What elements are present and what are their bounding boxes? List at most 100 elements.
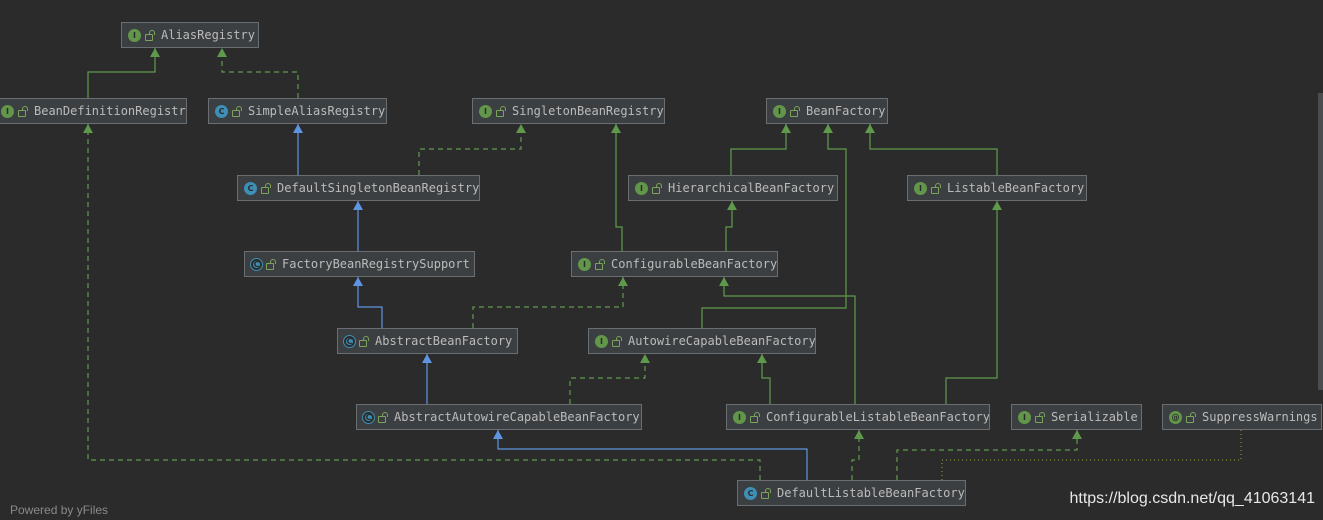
public-lock-icon [761, 487, 771, 499]
node-label: ConfigurableListableBeanFactory [766, 410, 990, 424]
node-label: FactoryBeanRegistrySupport [282, 257, 470, 271]
arrowhead [611, 124, 621, 133]
interface-icon: I [773, 104, 786, 118]
edge-configurable-bean-factory-to-singleton-bean-registry [611, 124, 623, 251]
node-label: SuppressWarnings [1202, 410, 1318, 424]
interface-icon: I [1018, 410, 1031, 424]
arrowhead [293, 124, 303, 133]
node-listable-bean-factory[interactable]: I ListableBeanFactory [907, 175, 1087, 201]
edge-abstract-autowire-capable-bean-factory-to-abstract-bean-factory [422, 354, 432, 404]
arrowhead [217, 48, 227, 57]
arrowhead [83, 124, 93, 133]
class-icon: C [215, 104, 228, 118]
public-lock-icon [232, 105, 242, 117]
edge-abstract-autowire-capable-bean-factory-to-autowire-capable-bean-factory [569, 354, 650, 404]
public-lock-icon [595, 258, 605, 270]
interface-icon: I [128, 28, 141, 42]
node-autowire-capable-bean-factory[interactable]: I AutowireCapableBeanFactory [588, 328, 816, 354]
public-lock-icon [266, 258, 276, 270]
interface-icon: I [733, 410, 746, 424]
public-lock-icon [359, 335, 369, 347]
class-icon: C [744, 486, 757, 500]
arrowhead [150, 48, 160, 57]
annotation-icon: @ [1169, 410, 1182, 424]
public-lock-icon [750, 411, 760, 423]
arrowhead [353, 201, 363, 210]
arrowhead [353, 277, 363, 286]
public-lock-icon [145, 29, 155, 41]
node-factory-bean-registry-support[interactable]: C FactoryBeanRegistrySupport [244, 251, 475, 277]
public-lock-icon [612, 335, 622, 347]
vertical-scrollbar[interactable] [1318, 93, 1323, 390]
edge-configurable-listable-bean-factory-to-listable-bean-factory [945, 201, 1002, 404]
edge-abstract-bean-factory-to-factory-bean-registry-support [353, 277, 383, 328]
class-icon: C [244, 181, 257, 195]
arrowhead [422, 354, 432, 363]
node-bean-factory[interactable]: I BeanFactory [766, 98, 888, 124]
node-configurable-bean-factory[interactable]: I ConfigurableBeanFactory [571, 251, 778, 277]
public-lock-icon [378, 411, 388, 423]
abstract-icon: C [250, 257, 263, 271]
node-default-singleton-bean-registry[interactable]: C DefaultSingletonBeanRegistry [237, 175, 480, 201]
edge-default-listable-bean-factory-to-abstract-autowire-capable-bean-factory [493, 430, 808, 480]
node-label: HierarchicalBeanFactory [668, 181, 835, 195]
arrowhead [854, 430, 864, 439]
interface-icon: I [1, 104, 14, 118]
node-hierarchical-bean-factory[interactable]: I HierarchicalBeanFactory [628, 175, 838, 201]
edge-configurable-listable-bean-factory-to-configurable-bean-factory [719, 277, 856, 404]
edge-simple-alias-registry-to-alias-registry [217, 48, 299, 98]
arrowhead [865, 124, 875, 133]
public-lock-icon [261, 182, 271, 194]
edge-bean-definition-registry-to-alias-registry [87, 48, 160, 98]
node-label: AutowireCapableBeanFactory [628, 334, 816, 348]
public-lock-icon [18, 105, 28, 117]
public-lock-icon [931, 182, 941, 194]
interface-icon: I [479, 104, 492, 118]
node-label: Serializable [1051, 410, 1138, 424]
public-lock-icon [1186, 411, 1196, 423]
node-default-listable-bean-factory[interactable]: C DefaultListableBeanFactory [737, 480, 966, 506]
node-label: ListableBeanFactory [947, 181, 1085, 195]
node-label: DefaultListableBeanFactory [777, 486, 965, 500]
node-suppress-warnings[interactable]: @ SuppressWarnings [1162, 404, 1322, 430]
arrowhead [757, 354, 767, 363]
public-lock-icon [790, 105, 800, 117]
interface-icon: I [578, 257, 591, 271]
arrowhead [727, 201, 737, 210]
edge-factory-bean-registry-support-to-default-singleton-bean-registry [353, 201, 363, 251]
interface-icon: I [635, 181, 648, 195]
edge-hierarchical-bean-factory-to-bean-factory [730, 124, 791, 175]
node-label: ConfigurableBeanFactory [611, 257, 778, 271]
interface-icon: I [595, 334, 608, 348]
edge-default-listable-bean-factory-to-configurable-listable-bean-factory [851, 430, 864, 480]
edge-listable-bean-factory-to-bean-factory [865, 124, 998, 175]
edge-default-singleton-bean-registry-to-singleton-bean-registry [418, 124, 526, 175]
node-label: BeanFactory [806, 104, 886, 118]
arrowhead [618, 277, 628, 286]
edge-default-listable-bean-factory-to-suppress-warnings [941, 430, 1242, 480]
public-lock-icon [652, 182, 662, 194]
public-lock-icon [1035, 411, 1045, 423]
edge-abstract-bean-factory-to-configurable-bean-factory [472, 277, 628, 328]
arrowhead [992, 201, 1002, 210]
edge-default-listable-bean-factory-to-bean-definition-registry [83, 124, 761, 480]
node-serializable[interactable]: I Serializable [1011, 404, 1142, 430]
node-label: DefaultSingletonBeanRegistry [277, 181, 480, 195]
yfiles-footer: Powered by yFiles [10, 503, 109, 517]
arrowhead [493, 430, 503, 439]
node-label: SingletonBeanRegistry [512, 104, 664, 118]
abstract-icon: C [343, 334, 356, 348]
node-singleton-bean-registry[interactable]: I SingletonBeanRegistry [472, 98, 665, 124]
edge-autowire-capable-bean-factory-to-bean-factory [701, 124, 847, 328]
node-configurable-listable-bean-factory[interactable]: I ConfigurableListableBeanFactory [726, 404, 990, 430]
arrowhead [640, 354, 650, 363]
abstract-icon: C [362, 410, 375, 424]
arrowhead [516, 124, 526, 133]
interface-icon: I [914, 181, 927, 195]
